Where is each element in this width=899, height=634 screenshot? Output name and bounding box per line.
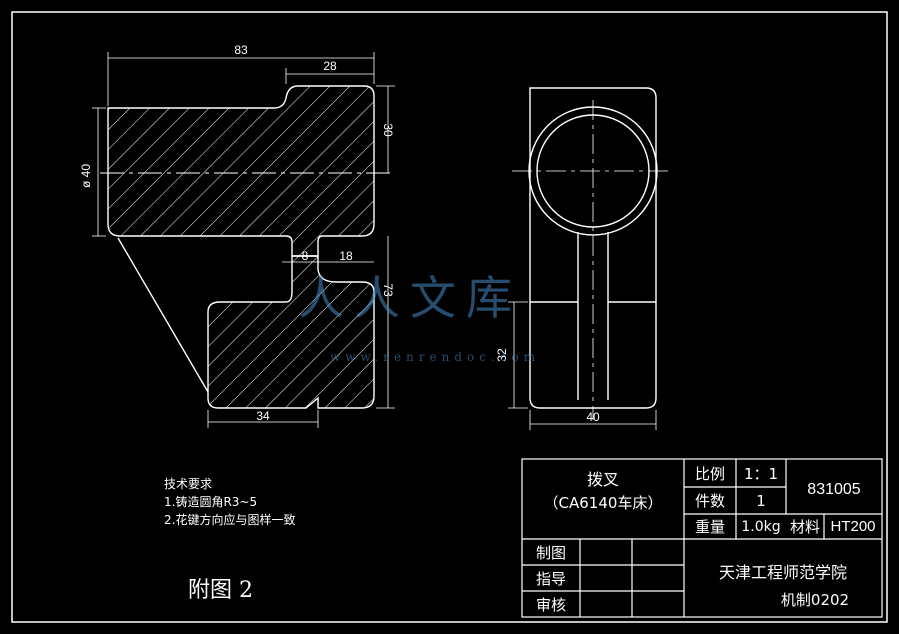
part-name: 拨叉 — [586, 470, 619, 489]
dim-slot-offset: 18 — [339, 249, 353, 263]
machine-name: （CA6140车床） — [543, 493, 663, 512]
title-block-grid — [521, 458, 883, 618]
weight-value: 1.0kg — [741, 518, 781, 535]
qty-value: 1 — [756, 491, 766, 510]
edge-line — [117, 237, 209, 393]
scale-label: 比例 — [694, 464, 725, 483]
weight-label: 重量 — [694, 518, 725, 536]
qty-label: 件数 — [694, 492, 725, 510]
drawing-number: 831005 — [807, 481, 861, 498]
dimension-lines-side — [508, 301, 657, 430]
draw-label: 制图 — [535, 543, 566, 562]
material-value: HT200 — [830, 518, 876, 535]
dim-height-overall: 73 — [381, 283, 395, 297]
watermark-logo: 人人文库 — [298, 271, 522, 325]
notes-item-1: 1.铸造圆角R3~5 — [164, 495, 258, 509]
dim-height-side: 32 — [495, 348, 509, 362]
dim-width-total: 83 — [234, 43, 248, 57]
class-name: 机制0202 — [780, 590, 850, 609]
dim-height-top: 30 — [381, 123, 395, 137]
guide-label: 指导 — [535, 569, 566, 588]
dim-diameter: ø 40 — [79, 164, 93, 188]
material-label: 材料 — [789, 518, 820, 536]
side-outline — [529, 87, 657, 409]
drawing-frame — [11, 11, 888, 623]
dim-slot-width: 8 — [302, 249, 309, 263]
school-name: 天津工程师范学院 — [718, 563, 847, 582]
check-label: 审核 — [535, 595, 566, 614]
dimension-lines-front — [92, 52, 395, 428]
side-centerlines — [512, 100, 672, 420]
dim-width-top: 28 — [323, 59, 337, 73]
figure-label: 附图 2 — [188, 578, 253, 603]
section-upper-body — [107, 85, 375, 257]
notes-item-2: 2.花键方向应与图样一致 — [164, 513, 296, 527]
section-view — [107, 85, 375, 409]
dim-width-bottom: 34 — [256, 409, 270, 423]
scale-value: 1：1 — [743, 464, 779, 483]
watermark-url: www.renrendoc.com — [330, 350, 541, 364]
notes-heading: 技术要求 — [164, 477, 213, 491]
section-lower-body — [207, 255, 375, 409]
dim-width-side: 40 — [586, 410, 600, 424]
